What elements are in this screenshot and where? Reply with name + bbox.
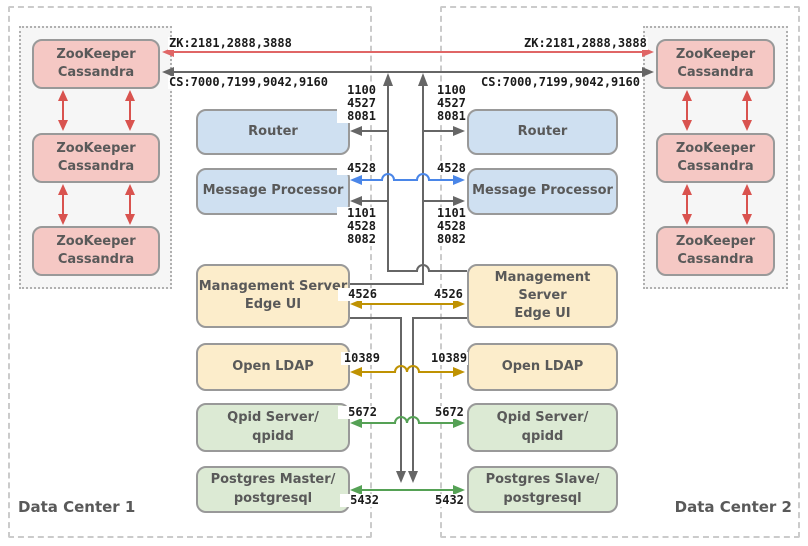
qpid-port-label-right: 5672 — [434, 405, 465, 419]
cluster-arrows-dc1 — [58, 90, 135, 225]
mp-link — [350, 173, 465, 185]
mp-gray-ports-label-left: 1101 4528 8082 — [337, 207, 377, 246]
box-label: Message Processor — [472, 183, 613, 199]
ms-link — [350, 299, 465, 309]
ldap-port-label-right: 10389 — [430, 351, 469, 365]
node-label: Cassandra — [677, 252, 754, 267]
data-center-1-frame — [8, 6, 372, 538]
ldap-link — [350, 365, 465, 377]
box-label: Message Processor — [202, 183, 344, 199]
box-label: Router — [248, 123, 298, 139]
data-center-2-label: Data Center 2 — [674, 498, 792, 516]
zookeeper-cassandra-node: ZooKeeper Cassandra — [32, 226, 160, 276]
box-label: Postgres Slave/ — [485, 472, 600, 488]
ms-port-label-right: 4526 — [433, 287, 464, 301]
postgres-master-dc1: Postgres Master/ postgresql — [196, 466, 350, 513]
box-label: Open LDAP — [232, 358, 314, 374]
cs-ports-label-right: CS:7000,7199,9042,9160 — [480, 75, 641, 89]
box-label: Open LDAP — [501, 358, 584, 374]
open-ldap-dc1: Open LDAP — [196, 343, 350, 391]
qpid-link — [350, 416, 465, 428]
postgres-slave-dc2: Postgres Slave/ postgresql — [467, 466, 618, 513]
management-server-dc2: Management Server Edge UI — [467, 264, 618, 328]
box-label: Management Server — [198, 278, 348, 294]
qpid-server-dc2: Qpid Server/ qpidd — [467, 403, 618, 452]
router-ports-label-left: 1100 4527 8081 — [337, 84, 377, 123]
cs-ports-label-left: CS:7000,7199,9042,9160 — [168, 75, 329, 89]
box-label: Management Server — [494, 269, 591, 303]
box-label: postgresql — [233, 490, 313, 506]
management-server-dc1: Management Server Edge UI — [196, 264, 350, 328]
zookeeper-cassandra-node: ZooKeeper Cassandra — [656, 133, 775, 183]
node-label: Cassandra — [677, 65, 754, 80]
node-label: ZooKeeper — [675, 46, 756, 62]
node-label: ZooKeeper — [56, 233, 136, 249]
box-label: Edge UI — [514, 306, 571, 322]
zookeeper-cassandra-node: ZooKeeper Cassandra — [32, 133, 160, 183]
box-label: qpidd — [521, 428, 564, 444]
qpid-server-dc1: Qpid Server/ qpidd — [196, 403, 350, 452]
pg-port-label-right: 5432 — [434, 493, 465, 507]
box-label: Qpid Server/ — [496, 410, 589, 426]
node-label: ZooKeeper — [675, 233, 756, 249]
node-label: Cassandra — [57, 159, 135, 174]
cs-link — [162, 67, 654, 77]
zk-ports-label-left: ZK:2181,2888,3888 — [168, 36, 293, 50]
qpid-port-label-left: 5672 — [338, 406, 378, 419]
message-processor-dc1: Message Processor — [196, 168, 350, 215]
pg-port-label-left: 5432 — [340, 494, 380, 507]
ldap-port-label-left: 10389 — [341, 352, 381, 365]
zookeeper-cassandra-node: ZooKeeper Cassandra — [656, 226, 775, 276]
node-label: ZooKeeper — [56, 140, 136, 156]
mp-gray-ports-label-right: 1101 4528 8082 — [436, 206, 467, 246]
node-label: ZooKeeper — [56, 46, 136, 62]
mp-port-label-left: 4528 — [337, 162, 377, 175]
mp-port-label-right: 4528 — [436, 161, 467, 175]
node-label: Cassandra — [57, 65, 135, 80]
node-label: Cassandra — [57, 252, 135, 267]
postgres-link — [350, 485, 465, 495]
box-label: qpidd — [252, 428, 294, 444]
node-label: Cassandra — [677, 159, 754, 174]
message-processor-dc2: Message Processor — [467, 168, 618, 215]
router-dc1: Router — [196, 109, 350, 155]
cluster-arrows-dc2 — [682, 90, 752, 225]
router-dc2: Router — [467, 109, 618, 155]
zookeeper-cassandra-node: ZooKeeper Cassandra — [656, 39, 775, 89]
management-trunk-lines — [350, 73, 467, 483]
box-label: postgresql — [503, 490, 582, 506]
node-label: ZooKeeper — [675, 140, 756, 156]
box-label: Router — [517, 123, 568, 139]
zk-ports-label-right: ZK:2181,2888,3888 — [523, 36, 648, 50]
box-label: Postgres Master/ — [210, 472, 336, 488]
open-ldap-dc2: Open LDAP — [467, 343, 618, 391]
ms-port-label-left: 4526 — [338, 288, 378, 301]
box-label: Qpid Server/ — [227, 410, 319, 426]
box-label: Edge UI — [244, 297, 302, 312]
zookeeper-cassandra-node: ZooKeeper Cassandra — [32, 39, 160, 89]
router-ports-label-right: 1100 4527 8081 — [436, 83, 467, 123]
data-center-1-label: Data Center 1 — [18, 498, 136, 516]
